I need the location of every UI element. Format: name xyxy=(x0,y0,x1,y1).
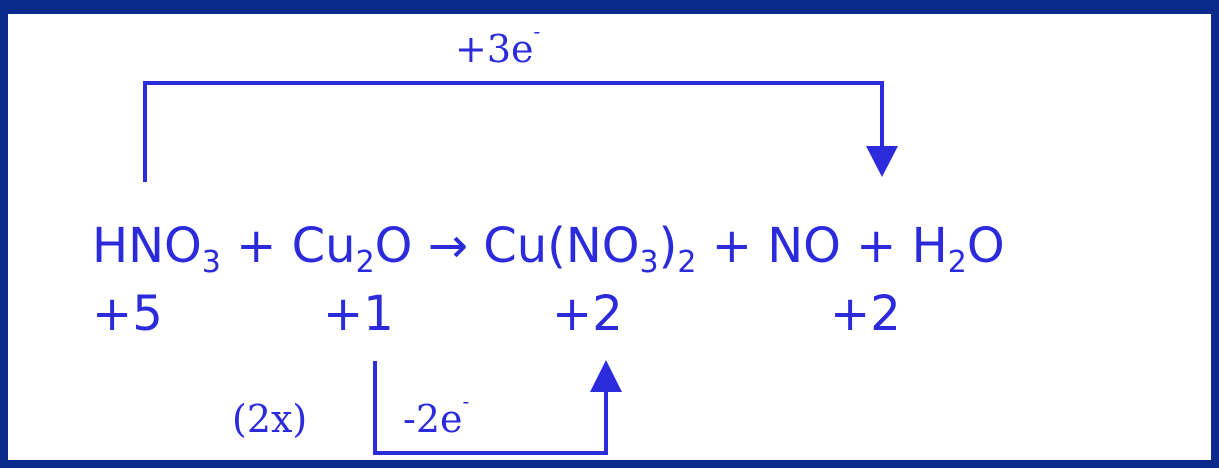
multiplier-label: (2x) xyxy=(232,397,308,441)
gain-bracket-line xyxy=(143,81,884,182)
reactant-hno3: HNO3 xyxy=(92,218,221,280)
gain-electrons-sup: - xyxy=(533,19,541,43)
oxidation-state-n-hno3: +5 xyxy=(92,286,163,342)
oxidation-state-cu-cu2o: +1 xyxy=(323,286,394,342)
oxidation-state-cu-product: +2 xyxy=(552,286,623,342)
product-no: NO xyxy=(767,218,841,274)
gain-electrons-label: +3e- xyxy=(455,19,541,71)
loss-bracket xyxy=(373,361,608,455)
loss-arrowhead xyxy=(590,360,622,392)
oxidation-state-n-no: +2 xyxy=(830,286,901,342)
loss-electrons-label: -2e- xyxy=(403,389,470,441)
reactant-cu2o: Cu2O xyxy=(291,218,413,280)
loss-electrons-sup: - xyxy=(462,389,470,413)
reaction-equation: HNO3 + Cu2O → Cu(NO3)2 + NO + H2O xyxy=(92,222,1005,278)
plus-sign-3: + xyxy=(856,218,897,274)
loss-bracket-line xyxy=(373,361,608,455)
plus-sign-1: + xyxy=(236,218,277,274)
reaction-arrow: → xyxy=(427,218,468,274)
product-h2o: H2O xyxy=(911,218,1005,280)
gain-arrowhead xyxy=(866,146,898,177)
gain-bracket xyxy=(143,81,884,182)
plus-sign-2: + xyxy=(711,218,752,274)
product-cuno32: Cu(NO3)2 xyxy=(483,218,697,280)
